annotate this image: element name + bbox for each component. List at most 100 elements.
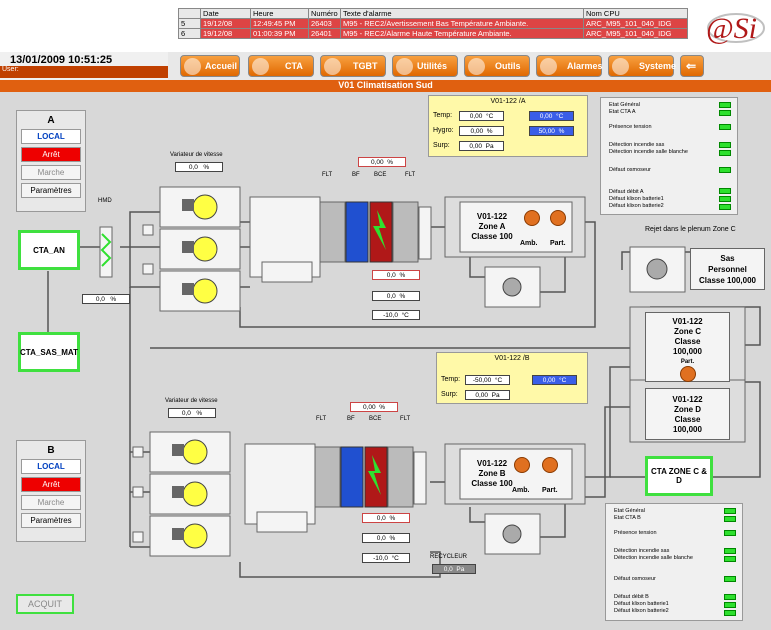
status-led	[719, 204, 731, 210]
recy-unit: Pa	[456, 566, 465, 573]
cta-sas-mat-button[interactable]: CTA_SAS_MAT	[18, 332, 80, 372]
panel-a-marche-button[interactable]: Marche	[21, 165, 81, 180]
info-a-temp-unit: °C	[485, 113, 494, 120]
hmd-unit: %	[110, 296, 117, 303]
status-a-item: Etat Général	[609, 102, 640, 108]
b-val-3-unit: °C	[391, 555, 399, 562]
status-led	[724, 548, 736, 554]
nav-label: CTA	[285, 61, 303, 71]
panel-b-arret-button[interactable]: Arrêt	[21, 477, 81, 492]
cta-an-button[interactable]: CTA_AN	[18, 230, 80, 270]
nav-label: Alarmes	[567, 61, 603, 71]
variateur-a-value[interactable]: 0,0 %	[175, 162, 223, 172]
b-val-1: 0,0 %	[362, 513, 410, 523]
alarm-col-cpu: Nom CPU	[583, 8, 688, 19]
nav-label: Utilités	[417, 61, 448, 71]
hmd-value-text: 0,0	[95, 296, 105, 303]
particle-icon[interactable]	[550, 210, 566, 226]
alarm-cell: 5	[178, 18, 201, 29]
info-b-temp-text: -50,00	[472, 377, 492, 384]
zone-c-part: Part.	[680, 359, 695, 365]
nav-systeme-button[interactable]: Systeme	[608, 55, 676, 77]
thermometer-icon[interactable]	[524, 210, 540, 226]
sas-l3: Classe 100,000	[699, 276, 756, 285]
zone-b-label[interactable]: V01-122 Zone B Classe 100	[462, 459, 522, 489]
acquit-button[interactable]: ACQUIT	[16, 594, 74, 614]
zone-d-l2: Zone D	[673, 405, 702, 414]
cta-zone-cd-button[interactable]: CTA ZONE C & D	[645, 456, 713, 496]
info-a-surp-unit: Pa	[485, 143, 494, 150]
a-val-2-unit: %	[399, 293, 406, 300]
info-b-surp-label: Surp:	[441, 391, 458, 398]
info-a-temp-text: 0,00	[469, 113, 483, 120]
variateur-b-value[interactable]: 0,0 %	[168, 408, 216, 418]
variateur-b-label: Variateur de vitesse	[165, 398, 218, 404]
alarm-col-text: Texte d'alarme	[340, 8, 584, 19]
panel-a: A LOCAL Arrêt Marche Paramètres	[16, 110, 86, 212]
zone-a-l3: Classe 100	[471, 232, 513, 241]
panel-a-params-button[interactable]: Paramètres	[21, 183, 81, 198]
computer-icon	[612, 58, 629, 75]
sas-box[interactable]: Sas Personnel Classe 100,000	[690, 248, 765, 290]
title-bar	[0, 80, 771, 92]
var-b-text: 0,0	[181, 410, 191, 417]
status-led	[724, 516, 736, 522]
b-val-2-unit: %	[389, 535, 396, 542]
fan-bank-a	[159, 186, 241, 312]
bf-coil-a	[345, 201, 369, 263]
thermometer-icon[interactable]	[514, 457, 530, 473]
zone-b-part: Part.	[542, 487, 558, 494]
warning-icon	[540, 58, 557, 75]
particle-icon[interactable]	[542, 457, 558, 473]
power-icon	[324, 58, 341, 75]
nav-alarmes-button[interactable]: Alarmes	[536, 55, 603, 77]
status-a-item: Détection incendie salle blanche	[609, 149, 688, 155]
var-b-unit: %	[196, 410, 203, 417]
alarm-cell: 26403	[308, 18, 341, 29]
back-button[interactable]: ⇐	[680, 55, 704, 77]
recycleur-value: 0,0 Pa	[432, 564, 476, 574]
alarm-header-row: Date Heure Numéro Texte d'alarme Nom CPU	[178, 8, 688, 19]
zone-d-box[interactable]: V01-122 Zone D Classe 100,000	[645, 388, 730, 440]
status-led	[719, 196, 731, 202]
status-a-item: Défaut klixon batterie1	[609, 196, 664, 202]
nav-cta-button[interactable]: CTA	[248, 55, 314, 77]
var-a-text: 0,0	[188, 164, 198, 171]
alarm-cell: ARC_M95_101_040_IDG	[583, 18, 688, 29]
info-b-title: V01-122 /B	[494, 355, 530, 362]
nav-utilites-button[interactable]: Utilités	[392, 55, 458, 77]
bce-label: BCE	[374, 172, 387, 178]
nav-outils-button[interactable]: Outils	[464, 55, 530, 77]
alarm-row[interactable]: 6 19/12/08 01:00:39 PM 26401 M95 - REC2/…	[178, 28, 688, 39]
panel-a-local-button[interactable]: LOCAL	[21, 129, 81, 144]
zone-b-l2: Zone B	[478, 469, 506, 478]
panel-b-title: B	[47, 445, 55, 456]
panel-b-marche-button[interactable]: Marche	[21, 495, 81, 510]
tools-icon	[468, 58, 485, 75]
nav-tgbt-button[interactable]: TGBT	[320, 55, 386, 77]
b-val-1-unit: %	[389, 515, 396, 522]
zone-a-label[interactable]: V01-122 Zone A Classe 100	[462, 212, 522, 242]
panel-b-params-button[interactable]: Paramètres	[21, 513, 81, 528]
panel-b-local-button[interactable]: LOCAL	[21, 459, 81, 474]
alarm-col-index	[178, 8, 201, 19]
a-val-3-text: -10,0	[383, 312, 398, 319]
particle-icon[interactable]	[680, 366, 696, 382]
info-a-temp-set-text: 0,00	[539, 113, 553, 120]
nav-label: TGBT	[353, 61, 378, 71]
info-a-surp-label: Surp:	[433, 142, 450, 149]
status-led	[724, 594, 736, 600]
info-b-surp-unit: Pa	[491, 392, 500, 399]
status-a-item: Défaut débit A	[609, 189, 644, 195]
zone-c-l4: 100,000	[673, 347, 702, 356]
status-led	[724, 602, 736, 608]
top-b-unit: %	[379, 404, 386, 411]
nav-accueil-button[interactable]: Accueil	[180, 55, 240, 77]
datetime: 13/01/2009 10:51:25	[10, 54, 113, 66]
b-val-3-text: -10,0	[373, 555, 388, 562]
alarm-row[interactable]: 5 19/12/08 12:49:45 PM 26403 M95 - REC2/…	[178, 18, 688, 29]
bf-label: BF	[352, 172, 360, 178]
info-b-temp: -50,00 °C	[465, 375, 510, 385]
alarm-table[interactable]: Date Heure Numéro Texte d'alarme Nom CPU…	[178, 8, 688, 39]
panel-a-arret-button[interactable]: Arrêt	[21, 147, 81, 162]
